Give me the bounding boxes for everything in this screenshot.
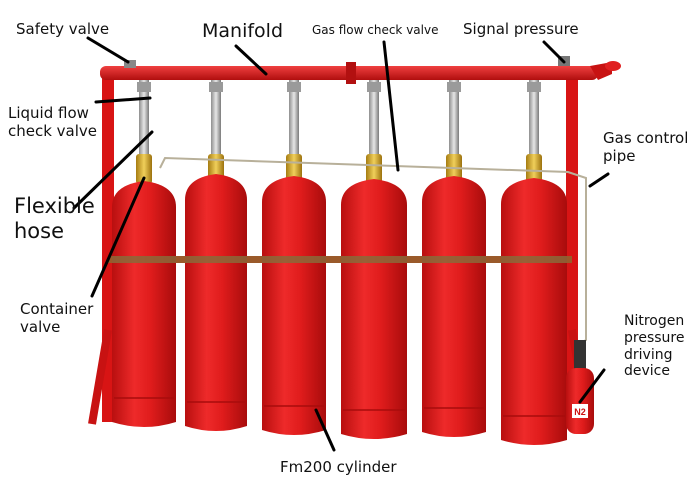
cylinder-band-4 bbox=[341, 256, 407, 263]
check-valve-4 bbox=[367, 82, 381, 92]
container-valve-4 bbox=[366, 154, 382, 184]
manifold-pipe bbox=[100, 56, 621, 84]
frame-left-brace bbox=[88, 329, 112, 425]
manifold-outlet bbox=[605, 61, 621, 71]
cylinder-band-6 bbox=[501, 256, 567, 263]
label-liquid-flow-check-valve: Liquid flow check valve bbox=[8, 104, 98, 140]
cylinder-band-1 bbox=[112, 256, 176, 263]
label-container-valve: Container valve bbox=[20, 300, 94, 336]
safety-valve-body bbox=[124, 60, 136, 68]
cylinder-3 bbox=[262, 176, 326, 435]
check-valve-5 bbox=[447, 82, 461, 92]
label-fm200-cylinder: Fm200 cylinder bbox=[280, 458, 397, 476]
leader-gas-flow-check bbox=[382, 40, 400, 172]
flexible-hose-2 bbox=[211, 80, 221, 162]
check-valve-3 bbox=[287, 82, 301, 92]
label-nitrogen-device: Nitrogen pressure driving device bbox=[624, 313, 685, 380]
cylinder-6 bbox=[501, 178, 567, 445]
flexible-hose-4 bbox=[369, 80, 379, 162]
leader-flexible-hose bbox=[72, 130, 154, 210]
leader-signal-pressure bbox=[542, 40, 566, 64]
label-gas-flow-check-valve: Gas flow check valve bbox=[312, 23, 439, 37]
label-manifold: Manifold bbox=[202, 20, 284, 42]
cylinder-band-5 bbox=[422, 256, 486, 263]
check-valve-2 bbox=[209, 82, 223, 92]
nitrogen-valve bbox=[574, 340, 586, 370]
container-valve-1 bbox=[136, 154, 152, 184]
leader-lines bbox=[72, 36, 610, 452]
label-gas-control-pipe: Gas control pipe bbox=[603, 129, 689, 165]
leader-liquid-flow-check bbox=[94, 96, 152, 104]
leader-fm200 bbox=[314, 408, 336, 452]
leader-container-valve bbox=[90, 176, 146, 298]
flexible-hose-6 bbox=[529, 80, 539, 162]
leader-manifold bbox=[234, 44, 268, 76]
manifold-flange bbox=[346, 62, 356, 84]
leader-safety-valve bbox=[86, 36, 130, 64]
cylinder-band-2 bbox=[185, 256, 247, 263]
flexible-hose-1 bbox=[139, 80, 149, 162]
cylinder-group bbox=[112, 80, 567, 445]
flexible-hose-3 bbox=[289, 80, 299, 162]
cylinder-4 bbox=[341, 179, 407, 439]
nitrogen-badge-bg bbox=[572, 404, 588, 418]
label-flexible-hose: Flexible hose bbox=[14, 194, 95, 244]
leader-gas-control bbox=[588, 172, 610, 188]
flexible-hose-5 bbox=[449, 80, 459, 162]
leader-nitrogen bbox=[578, 368, 606, 404]
nitrogen-badge: N2 bbox=[574, 407, 586, 417]
cylinder-2 bbox=[185, 174, 247, 431]
cylinder-5 bbox=[422, 176, 486, 437]
frame-crossbar bbox=[108, 256, 572, 263]
label-safety-valve: Safety valve bbox=[16, 20, 110, 38]
label-signal-pressure: Signal pressure bbox=[463, 20, 579, 38]
cylinder-1 bbox=[112, 181, 176, 427]
container-valve-6 bbox=[526, 154, 542, 184]
check-valve-1 bbox=[137, 82, 151, 92]
cylinder-band-3 bbox=[262, 256, 326, 263]
check-valve-6 bbox=[527, 82, 541, 92]
